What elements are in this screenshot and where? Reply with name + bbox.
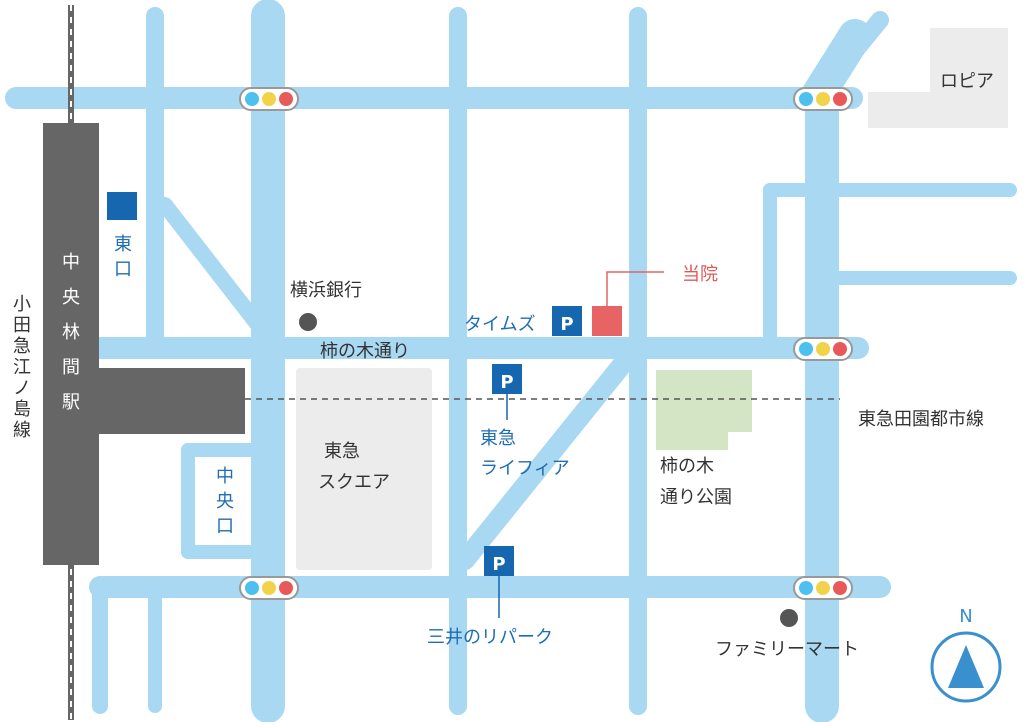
familymart-label: ファミリーマート (715, 639, 859, 660)
signal-light (799, 92, 813, 106)
clinic-label: 当院 (682, 264, 718, 285)
familymart-marker (780, 609, 798, 627)
times-parking-symbol: P (560, 314, 573, 335)
signal-light (816, 92, 830, 106)
svg-text:口: 口 (216, 516, 234, 537)
svg-text:小: 小 (13, 294, 31, 315)
signal-light (245, 92, 259, 106)
svg-text:駅: 駅 (62, 392, 80, 413)
compass-arrow-icon (948, 645, 984, 688)
svg-text:江: 江 (13, 357, 31, 378)
svg-text:急: 急 (13, 336, 31, 357)
lifia-parking-symbol: P (500, 372, 513, 393)
lifia-label-2: ライフィア (480, 458, 570, 479)
svg-text:田: 田 (13, 315, 31, 336)
lopia-notch (868, 28, 930, 92)
svg-text:線: 線 (13, 420, 31, 441)
east-exit-marker (107, 192, 137, 220)
east-exit-label-2: 口 (114, 259, 132, 280)
signal-light (833, 92, 847, 106)
traffic-signal (793, 87, 853, 111)
clinic-leader-line (606, 271, 664, 306)
signal-light (279, 581, 293, 595)
tokyu-square-building (296, 368, 432, 570)
lifia-label-1: 東急 (480, 428, 516, 449)
signal-light (833, 342, 847, 356)
svg-text:中: 中 (216, 466, 234, 487)
compass: N (930, 606, 1002, 703)
roads (5, 0, 1017, 722)
svg-text:島: 島 (13, 399, 31, 420)
lifia-parking-icon (492, 364, 522, 394)
yokohama-bank-marker (299, 313, 317, 331)
traffic-signal (793, 576, 853, 600)
svg-text:間: 間 (62, 357, 80, 378)
signal-light (262, 92, 276, 106)
signal-light (816, 581, 830, 595)
tokyu-line-label: 東急田園都市線 (858, 409, 984, 430)
signal-light (816, 342, 830, 356)
station-platform (95, 368, 245, 434)
traffic-signal (239, 576, 299, 600)
station-name: 中 央 林 間 駅 (62, 252, 80, 413)
svg-text:央: 央 (62, 287, 80, 308)
traffic-signal (793, 337, 853, 361)
signal-light (833, 581, 847, 595)
svg-text:中: 中 (62, 252, 80, 273)
signal-light (262, 581, 276, 595)
kakinoki-street-label: 柿の木通り (320, 341, 410, 362)
svg-text:林: 林 (62, 322, 80, 343)
signal-light (245, 581, 259, 595)
odakyu-line-label: 小 田 急 江 ノ 島 線 (13, 294, 31, 441)
times-parking-label: タイムズ (464, 314, 536, 335)
svg-text:央: 央 (216, 491, 234, 512)
mitsui-parking-icon (484, 546, 514, 576)
clinic-marker (592, 306, 622, 336)
svg-text:ノ: ノ (13, 378, 31, 399)
signal-light (279, 92, 293, 106)
kakinoki-park (656, 370, 752, 450)
east-exit-label-1: 東 (114, 234, 132, 255)
compass-north-label: N (959, 606, 972, 627)
central-exit-label: 中 央 口 (216, 466, 234, 537)
mitsui-label: 三井のリパーク (427, 627, 553, 648)
park-label-2: 通り公園 (660, 487, 732, 508)
tokyu-square-label-2: スクエア (318, 472, 390, 493)
park-label-1: 柿の木 (660, 456, 714, 477)
station-building (43, 123, 99, 565)
times-parking-icon (552, 306, 582, 336)
signal-light (799, 342, 813, 356)
mitsui-parking-symbol: P (492, 554, 505, 575)
tokyu-square-label-1: 東急 (324, 441, 360, 462)
signal-light (799, 581, 813, 595)
traffic-signal (239, 87, 299, 111)
lopia-label: ロピア (940, 71, 994, 92)
yokohama-bank-label: 横浜銀行 (290, 280, 362, 301)
